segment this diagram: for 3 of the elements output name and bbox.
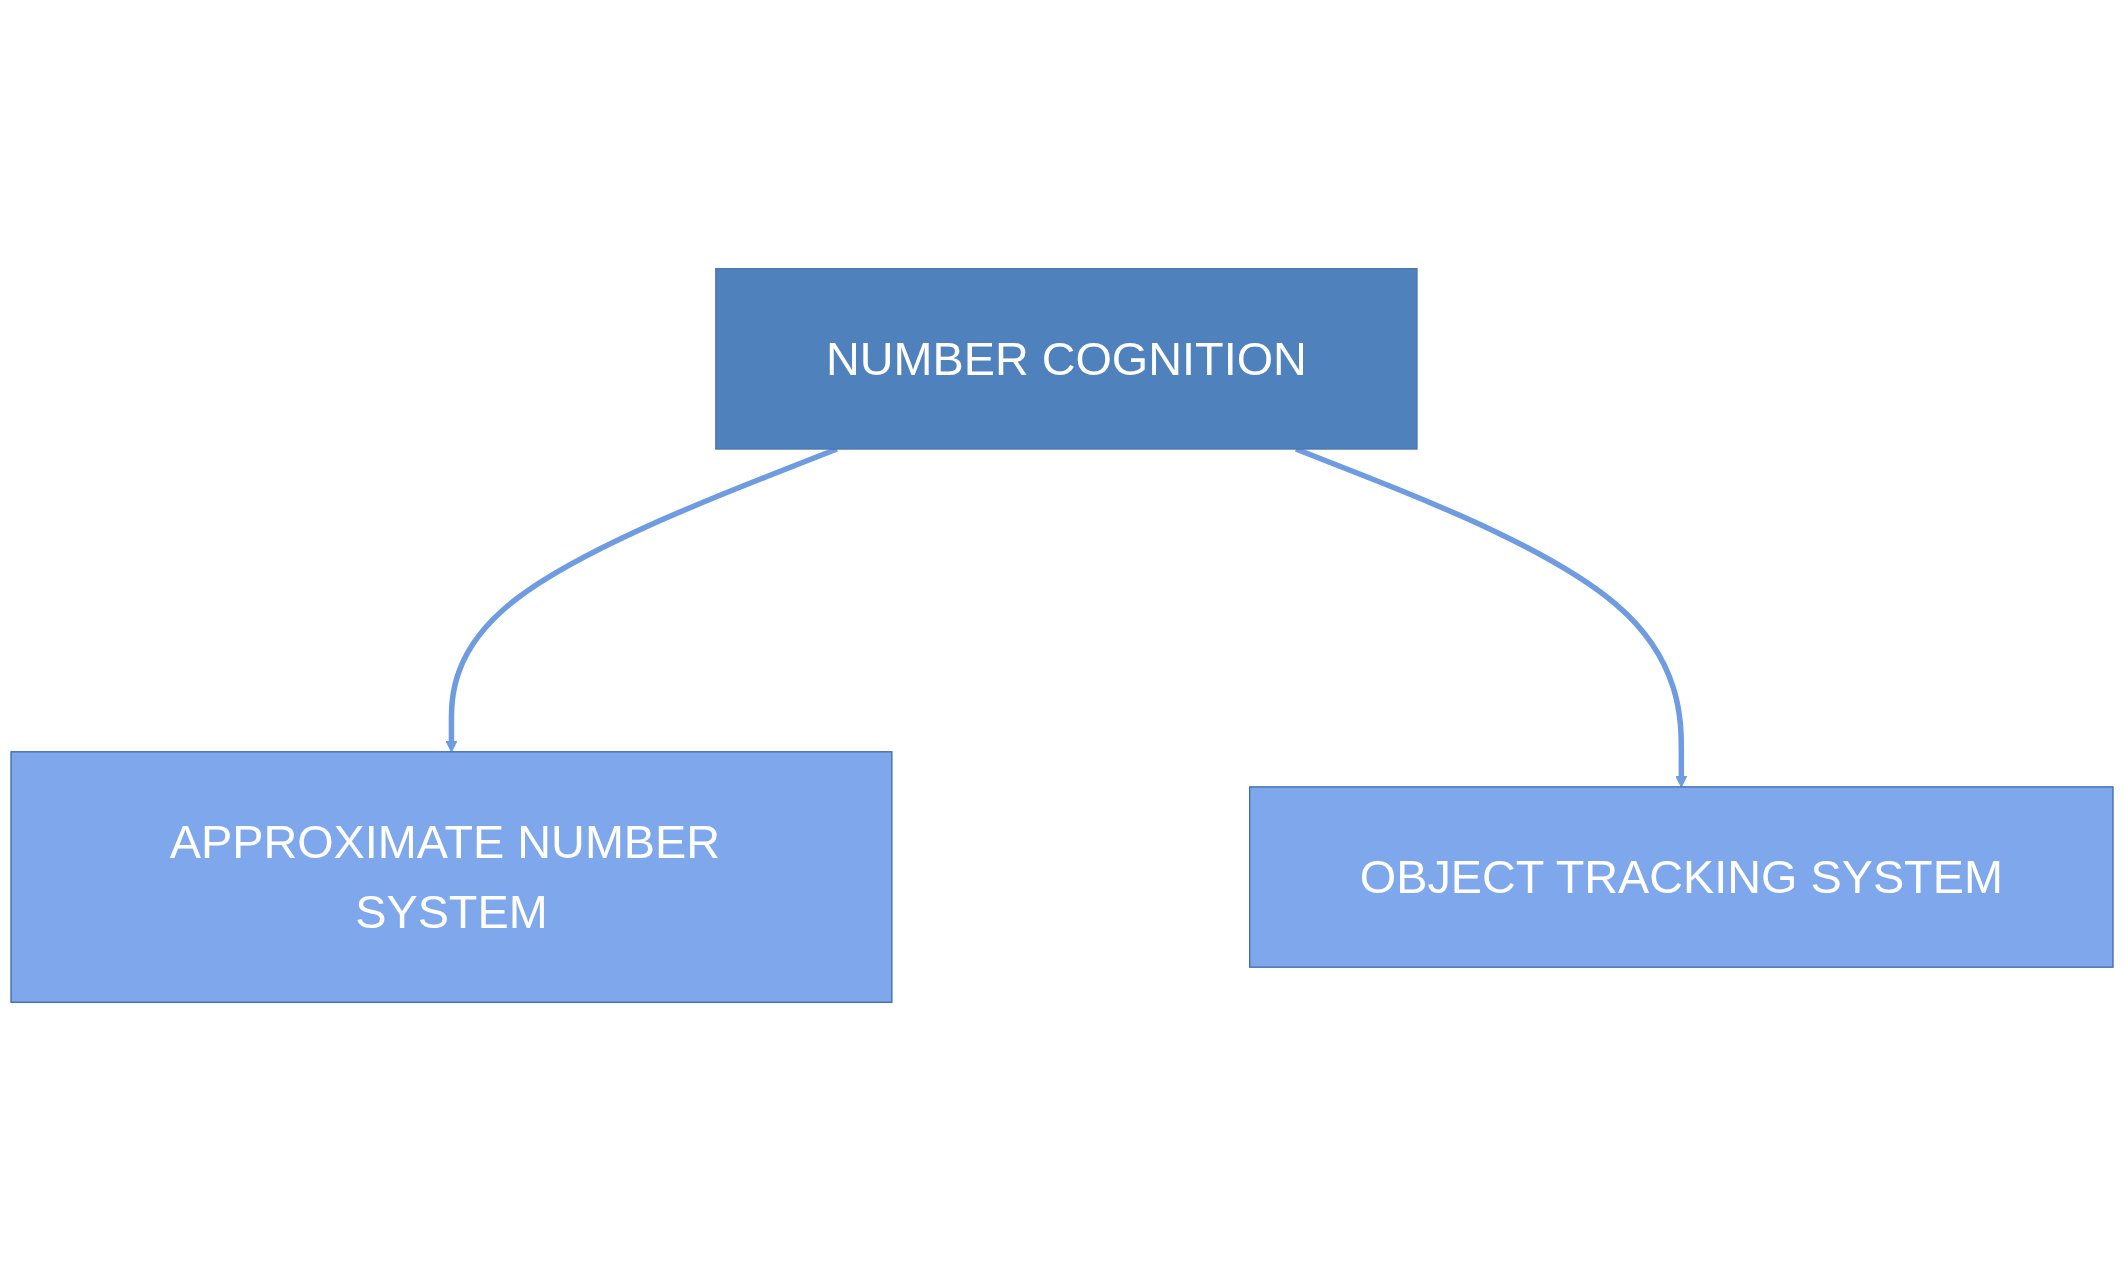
node-box: OBJECT TRACKING SYSTEM xyxy=(1249,786,2114,968)
node-box: NUMBER COGNITION xyxy=(715,268,1418,450)
node-box: APPROXIMATE NUMBER SYSTEM xyxy=(10,751,893,1003)
